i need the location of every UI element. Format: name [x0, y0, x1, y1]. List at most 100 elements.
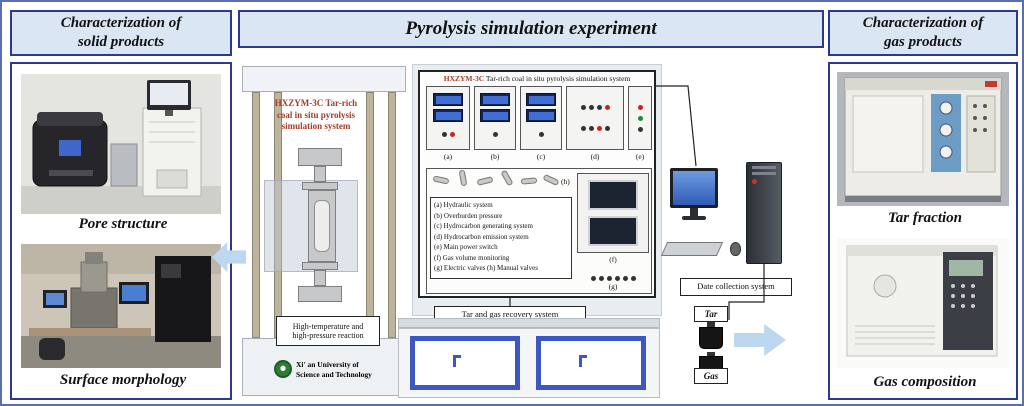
module-label-c: (c) [536, 152, 546, 161]
switch [596, 126, 602, 131]
gas-composition-caption: Gas composition [873, 374, 977, 390]
recovery-unit-top [398, 318, 660, 328]
digital-display [433, 109, 463, 122]
knob [441, 131, 447, 137]
pyrolysis-diagram: HXZYM-3C Tar-rich coal in situ pyrolysis… [238, 56, 826, 404]
digital-display [480, 93, 510, 106]
legend-line: (c) Hydrocarbon generating system [434, 222, 533, 230]
condenser-mark [579, 355, 587, 367]
legend-line: (d) Hydrocarbon emission system [434, 232, 529, 241]
panel-legend: (a) Hydraulic system (b) Overburden pres… [430, 197, 572, 279]
panel-lower-section: (h) (a) Hydraulic system (b) Overburden … [426, 168, 652, 294]
right-panel-title: Characterization of gas products [828, 10, 1018, 56]
pore-structure-caption: Pore structure [78, 216, 168, 232]
tar-fraction-photo [837, 72, 1009, 206]
gas-bottle-label: Gas [694, 368, 728, 384]
manual-valve [458, 169, 468, 187]
manual-valve [500, 169, 514, 187]
switch [604, 126, 610, 131]
marker-label-h: (h) [561, 177, 570, 186]
reaction-label: High-temperature and high-pressure react… [276, 316, 380, 346]
knob [492, 131, 498, 137]
manual-valve [476, 176, 494, 186]
power-button [637, 104, 643, 110]
control-panel-model: HXZYM-3C [443, 74, 485, 83]
switch [588, 105, 594, 110]
tar-bottle-label: Tar [694, 306, 728, 322]
monitor-screen [588, 180, 638, 210]
marker-label-f: (f) [609, 255, 617, 264]
left-panel-content: Pore structure Surface morphology [10, 62, 232, 400]
switch [588, 126, 594, 131]
legend-line: (g) Electric valves (h) Manual valves [434, 264, 538, 272]
module-label-b: (b) [490, 152, 500, 161]
university-logo-icon [274, 360, 292, 378]
apparatus-model-label: HXZYM-3C Tar-rich coal in situ pyrolysis… [274, 98, 358, 132]
apparatus-top-beam [242, 66, 406, 92]
vessel-flange-top [302, 182, 338, 190]
module-label-e: (e) [635, 152, 645, 161]
tar-fraction-caption: Tar fraction [887, 210, 963, 226]
control-panel-title: HXZYM-3C Tar-rich coal in situ pyrolysis… [420, 74, 654, 83]
gas-volume-monitor [577, 173, 649, 253]
control-panel-title-rest: Tar-rich coal in situ pyrolysis simulati… [484, 74, 631, 83]
legend-line: (f) Gas volume monitoring [434, 253, 510, 262]
piston-rod-top [314, 166, 326, 182]
knob [449, 131, 455, 137]
gas-bottle-neck [707, 352, 715, 357]
monitor-stand [690, 208, 698, 216]
electric-valve [622, 275, 628, 281]
piston-block-bottom [298, 286, 342, 302]
monitor-base [682, 216, 706, 220]
left-panel-title: Characterization of solid products [10, 10, 232, 56]
legend-line: (a) Hydraulic system [434, 201, 493, 209]
monitor-screen [588, 216, 638, 246]
manual-valve [432, 175, 450, 185]
recovery-opening [410, 336, 520, 390]
electric-valve [614, 275, 620, 281]
switch [596, 105, 602, 110]
module-overburden [474, 86, 516, 150]
recovery-opening [536, 336, 646, 390]
manual-valve [520, 177, 538, 185]
power-button [637, 126, 643, 132]
tar-bottle-neck [707, 322, 715, 327]
keyboard [660, 242, 724, 256]
legend-line: (b) Overburden pressure [434, 211, 503, 220]
right-panel-content: Tar fraction Gas composition [828, 62, 1018, 400]
piston-block-top [298, 148, 342, 166]
piston-rod-bottom [314, 270, 326, 286]
gas-composition-photo [837, 238, 1009, 368]
legend-line: (e) Main power switch [434, 243, 498, 251]
data-collection-label: Date collection system [680, 278, 792, 296]
digital-display [526, 93, 556, 106]
condenser-mark [453, 355, 461, 367]
electric-valve [630, 275, 636, 281]
surface-morphology-photo [21, 244, 221, 368]
tar-bottle [699, 327, 723, 349]
manual-valve [542, 173, 560, 187]
pore-structure-photo [21, 74, 221, 214]
middle-panel-title: Pyrolysis simulation experiment [238, 10, 824, 48]
electric-valve [606, 275, 612, 281]
digital-display [433, 93, 463, 106]
module-power [628, 86, 652, 150]
digital-display [526, 109, 556, 122]
vessel-flange-bottom [302, 262, 338, 270]
computer-tower [746, 162, 782, 264]
electric-valve [598, 275, 604, 281]
drive-slot [752, 172, 776, 175]
recovery-unit [398, 318, 660, 398]
module-hydraulic [426, 86, 470, 150]
electric-valve [590, 275, 596, 281]
surface-morphology-caption: Surface morphology [59, 372, 187, 388]
switch [580, 126, 586, 131]
power-led [752, 179, 757, 184]
power-button [637, 115, 643, 121]
apparatus-column [388, 92, 396, 338]
marker-label-g: (g) [608, 282, 618, 291]
vessel-core [314, 200, 330, 252]
computer-monitor [670, 168, 718, 208]
switch [580, 105, 586, 110]
